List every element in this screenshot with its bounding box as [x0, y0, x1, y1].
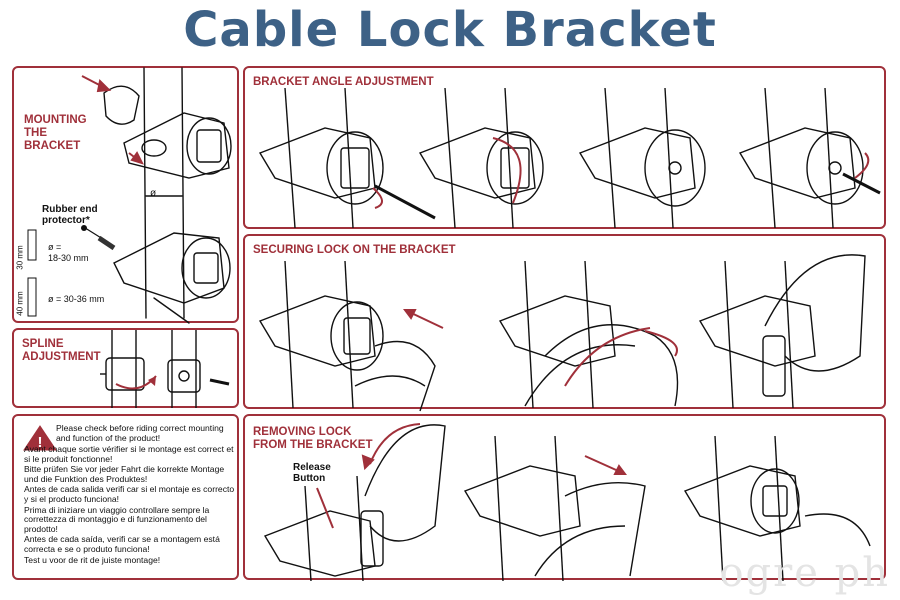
panel-removing: REMOVING LOCK FROM THE BRACKET Release B…: [243, 414, 886, 582]
mounting-illustration: [27, 67, 232, 324]
warning-line-en: Please check before riding correct mount…: [56, 423, 224, 443]
spline-illustration: [100, 330, 230, 408]
warning-line-nl: Test u voor de rit de juiste montage!: [24, 554, 161, 565]
range-18-30-label: ø = 18-30 mm: [48, 242, 89, 263]
angle-title: BRACKET ANGLE ADJUSTMENT: [253, 76, 434, 88]
warning-triangle-icon: !: [23, 425, 57, 451]
range-30-36-label: ø = 30-36 mm: [48, 294, 105, 304]
release-button-label: Release Button: [293, 462, 331, 484]
warning-text: Please check before riding correct mount…: [24, 423, 239, 566]
warning-line-de: Bitte prüfen Sie vor jeder Fahrt die kor…: [24, 464, 225, 484]
warning-line-it: Prima di iniziare un viaggio controllare…: [24, 504, 210, 534]
rubber-end-protector-label: Rubber end protector*: [42, 204, 98, 226]
removing-illustration: [263, 423, 871, 582]
securing-title: SECURING LOCK ON THE BRACKET: [253, 244, 456, 256]
size-40-label: 40 mm: [15, 291, 25, 316]
warning-line-pt: Antes de cada saída, verifi car se a mon…: [24, 534, 220, 554]
svg-text:!: !: [38, 434, 43, 451]
mounting-title: MOUNTING THE BRACKET: [24, 114, 87, 152]
warning-line-fr: Avant chaque sortie vérifier si le monta…: [24, 444, 234, 464]
watermark: ogre ph: [719, 550, 890, 596]
page-title: Cable Lock Bracket: [183, 2, 717, 58]
size-30-label: 30 mm: [15, 245, 25, 270]
diameter-symbol: ø: [150, 188, 157, 199]
panel-mounting: MOUNTING THE BRACKET: [12, 66, 239, 324]
warning-line-es: Antes de cada salida verifi car si el mo…: [24, 484, 235, 504]
panel-securing: SECURING LOCK ON THE BRACKET: [243, 234, 886, 412]
panel-spline: SPLINE ADJUSTMENT: [12, 328, 239, 408]
panel-warning: ! Please check before riding correct mou…: [12, 414, 239, 580]
spline-title: SPLINE ADJUSTMENT: [22, 338, 101, 363]
securing-illustration: [258, 254, 866, 412]
panel-angle: BRACKET ANGLE ADJUSTMENT: [243, 66, 886, 229]
removing-title: REMOVING LOCK FROM THE BRACKET: [253, 426, 373, 451]
angle-illustration: [258, 87, 881, 229]
